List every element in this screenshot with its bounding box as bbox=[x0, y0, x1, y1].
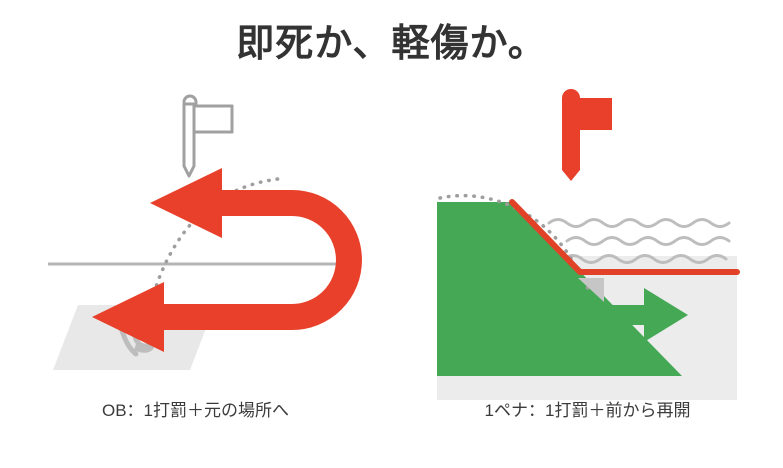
ob-caption: OB：1打罰＋元の場所へ bbox=[101, 401, 290, 420]
ob-diagram bbox=[48, 94, 362, 370]
flag-icon bbox=[562, 89, 612, 181]
water-waves-icon bbox=[547, 218, 731, 264]
entry-point-marker bbox=[578, 278, 604, 302]
green-slope bbox=[437, 202, 682, 376]
ball-trajectory bbox=[438, 193, 592, 296]
return-arrow bbox=[92, 168, 362, 352]
penalty-area-line bbox=[509, 199, 740, 275]
penalty-caption: 1ペナ：1打罰＋前から再開 bbox=[484, 401, 691, 420]
flag-icon bbox=[182, 94, 234, 178]
drop-arrow bbox=[592, 288, 688, 342]
penalty-panel bbox=[392, 80, 783, 400]
ob-panel bbox=[0, 80, 391, 400]
page-title: 即死か、軽傷か。 bbox=[236, 23, 547, 65]
penalty-diagram bbox=[437, 89, 740, 400]
